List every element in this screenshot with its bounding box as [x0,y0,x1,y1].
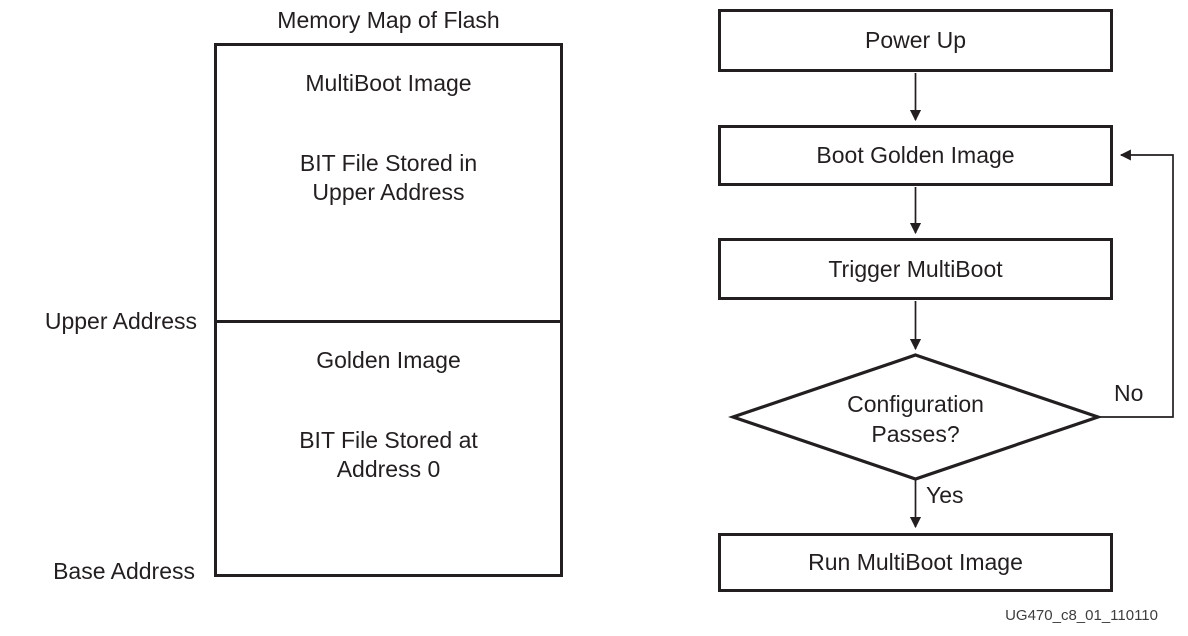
multiboot-image-label: MultiBoot Image [305,70,472,96]
golden-desc-line-2: Address 0 [336,456,441,482]
golden-desc-line-1: BIT File Stored at [299,427,478,453]
flow-node-power-up: Power Up [718,9,1113,72]
flow-node-boot-golden-image-label: Boot Golden Image [816,142,1015,168]
decision-node-text: Configuration Passes? [815,389,1016,449]
base-address-label: Base Address [53,558,195,584]
decision-text-line-1: Configuration [847,391,984,417]
flow-node-run-multiboot-image: Run MultiBoot Image [718,533,1113,592]
flow-node-boot-golden-image: Boot Golden Image [718,125,1113,186]
decision-text-line-2: Passes? [871,421,960,447]
flow-node-run-multiboot-image-label: Run MultiBoot Image [808,549,1023,575]
multiboot-desc-line-1: BIT File Stored in [299,150,478,176]
flow-node-trigger-multiboot: Trigger MultiBoot [718,238,1113,300]
memory-map-box: MultiBoot Image BIT File Stored in Upper… [214,43,563,577]
multiboot-image-description: BIT File Stored in Upper Address [217,149,560,207]
figure-id-caption: UG470_c8_01_110110 [1005,607,1158,624]
golden-image-description: BIT File Stored at Address 0 [217,426,560,484]
memory-map-title: Memory Map of Flash [277,7,500,33]
edge-label-no: No [1114,380,1144,406]
memory-map-upper-section: MultiBoot Image BIT File Stored in Upper… [217,46,560,323]
golden-image-label: Golden Image [316,347,461,373]
flow-node-power-up-label: Power Up [865,27,966,53]
upper-address-label: Upper Address [44,308,197,334]
memory-map-lower-section: Golden Image BIT File Stored at Address … [217,323,560,574]
multiboot-desc-line-2: Upper Address [312,179,465,205]
flow-node-trigger-multiboot-label: Trigger MultiBoot [828,255,1003,282]
edge-label-yes: Yes [926,482,964,508]
